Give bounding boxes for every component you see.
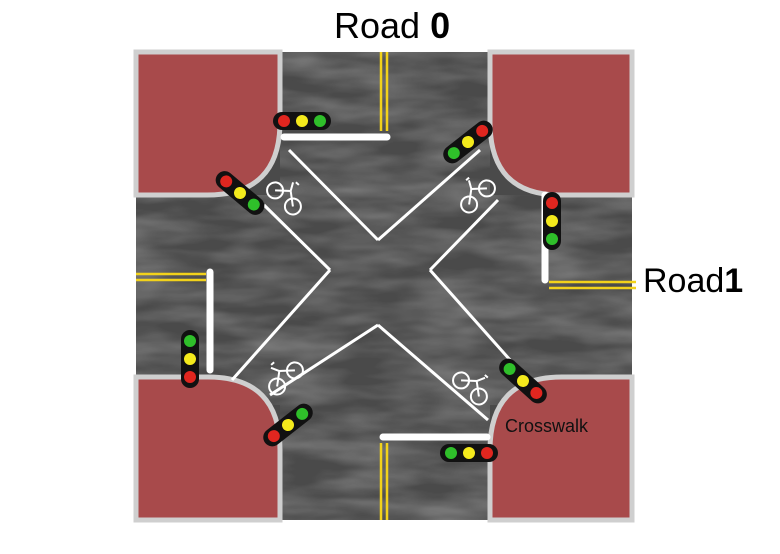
signal-bulb-red (481, 447, 493, 459)
bike-ne-icon (460, 176, 496, 214)
traffic-light-south-left-diag (263, 403, 313, 447)
traffic-light-north-right-diag (443, 120, 493, 164)
signal-bulb-green (503, 362, 516, 375)
signal-bulb-green (296, 407, 309, 420)
signal-bulb-yellow (462, 136, 474, 148)
signal-bulb-red (184, 371, 196, 383)
signal-bulb-yellow (184, 353, 196, 365)
bike-se-icon (452, 371, 489, 406)
sidewalk-sw (133, 374, 283, 523)
signal-bulb-green (247, 198, 260, 211)
signal-bulb-green (447, 147, 460, 160)
signal-bulb-red (530, 387, 543, 400)
sidewalk-ne (487, 49, 635, 198)
road-0-number: 0 (430, 5, 451, 46)
signal-bulb-green (445, 447, 457, 459)
traffic-light-east-lower-diag (499, 358, 547, 404)
signal-bulb-yellow (296, 115, 308, 127)
road-1-label: Road1 (643, 262, 743, 301)
bike-sw-icon (268, 361, 304, 396)
sidewalk-nw (133, 49, 283, 198)
traffic-light-north-left (273, 112, 331, 130)
center-lines (136, 52, 636, 520)
signal-bulb-yellow (517, 375, 529, 387)
signal-bulb-green (314, 115, 326, 127)
traffic-light-east-upper (543, 192, 561, 250)
bike-nw-icon (266, 181, 302, 216)
crosswalk-label: Crosswalk (505, 416, 589, 436)
traffic-light-west-upper-diag (215, 171, 265, 215)
traffic-lights (181, 112, 561, 462)
signal-bulb-red (267, 430, 280, 443)
signal-bulb-yellow (234, 187, 246, 199)
road-1-number: 1 (724, 262, 744, 300)
signal-bulb-red (476, 124, 489, 137)
road-0-name: Road (334, 5, 421, 46)
signal-bulb-yellow (546, 215, 558, 227)
signal-bulb-red (220, 175, 233, 188)
signal-bulb-red (278, 115, 290, 127)
sidewalk-se (487, 374, 635, 523)
signal-bulb-red (546, 197, 558, 209)
signal-bulb-yellow (282, 419, 294, 431)
signal-bulb-green (546, 233, 558, 245)
traffic-light-south-right (440, 444, 498, 462)
signal-bulb-yellow (463, 447, 475, 459)
traffic-light-west-lower (181, 330, 199, 388)
road-0-label: Road 0 (334, 5, 450, 47)
signal-bulb-green (184, 335, 196, 347)
road-1-name: Road (643, 262, 725, 300)
crosswalk-stripes (230, 148, 529, 422)
